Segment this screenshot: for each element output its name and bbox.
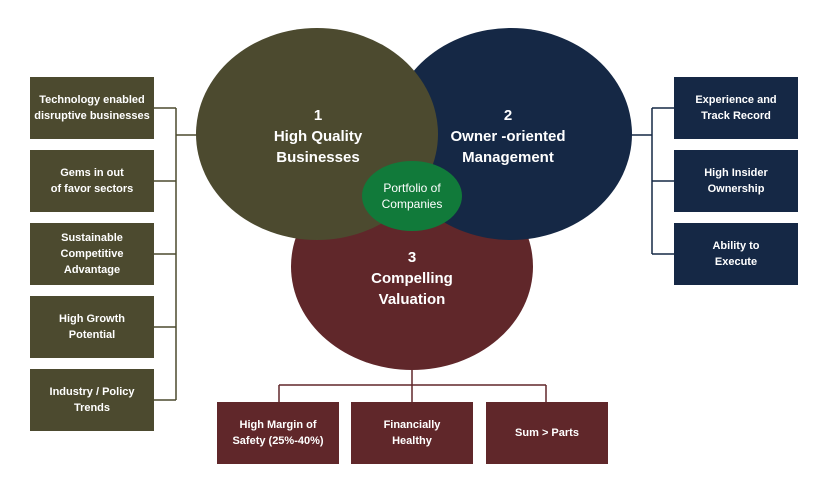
box-gems-out-of-favor: Gems in out of favor sectors bbox=[30, 150, 154, 212]
right-connector bbox=[628, 107, 674, 255]
management-title: Owner -oriented Management bbox=[450, 128, 566, 166]
box-sustainable-advantage: Sustainable Competitive Advantage bbox=[30, 223, 154, 285]
left-connector bbox=[154, 107, 202, 401]
box-experience-track-record: Experience and Track Record bbox=[674, 77, 798, 139]
portfolio-label: Portfolio of Companies bbox=[381, 181, 443, 211]
valuation-number: 3 bbox=[407, 249, 417, 266]
valuation-label: 3 Compelling Valuation bbox=[332, 247, 492, 310]
quality-title: High Quality Businesses bbox=[273, 128, 363, 166]
quality-number: 1 bbox=[313, 107, 323, 124]
valuation-title: Compelling Valuation bbox=[371, 270, 453, 308]
box-high-growth: High Growth Potential bbox=[30, 296, 154, 358]
box-technology-enabled: Technology enabled disruptive businesses bbox=[30, 77, 154, 139]
box-industry-policy: Industry / Policy Trends bbox=[30, 369, 154, 431]
box-ability-to-execute: Ability to Execute bbox=[674, 223, 798, 285]
box-high-insider-ownership: High Insider Ownership bbox=[674, 150, 798, 212]
box-sum-parts: Sum > Parts bbox=[486, 402, 608, 464]
circle-portfolio-of-companies bbox=[362, 161, 462, 231]
management-label: 2 Owner -oriented Management bbox=[428, 105, 588, 168]
bottom-connector bbox=[278, 370, 547, 402]
box-financially-healthy: Financially Healthy bbox=[351, 402, 473, 464]
box-margin-of-safety: High Margin of Safety (25%-40%) bbox=[217, 402, 339, 464]
quality-label: 1 High Quality Businesses bbox=[238, 105, 398, 168]
management-number: 2 bbox=[503, 107, 513, 124]
